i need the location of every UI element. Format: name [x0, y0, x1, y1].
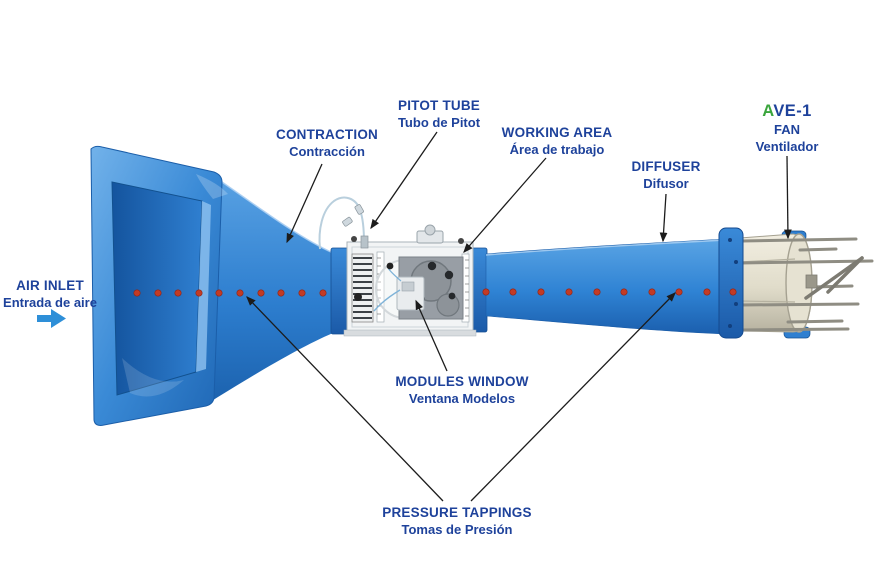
pitot-tube-label-es: Tubo de Pitot	[397, 114, 481, 130]
pitot-tube-label: PITOT TUBE Tubo de Pitot	[398, 97, 480, 131]
pressure-tappings-label-en: PRESSURE TAPPINGS	[382, 505, 532, 520]
fan-label-en: FAN	[773, 122, 800, 138]
pressure-tappings-label: PRESSURE TAPPINGS Tomas de Presión	[382, 504, 531, 538]
fan-model-code: AVE-1	[756, 101, 819, 122]
diffuser-label-en: DIFFUSER	[631, 159, 701, 174]
pitot-connector	[342, 216, 353, 227]
pressure-tapping-dot	[593, 288, 601, 296]
pressure-tapping-dot	[537, 288, 545, 296]
inlet-gloss-top	[196, 174, 228, 199]
pressure-tappings-label-es: Tomas de Presión	[401, 521, 513, 537]
flange-bolt	[728, 238, 732, 242]
diffuser-top-highlight	[485, 239, 727, 256]
contraction-label: CONTRACTION Contracción	[276, 126, 378, 160]
panel-knob	[427, 261, 437, 271]
box-knob	[386, 262, 394, 270]
pressure-tapping-dots-left	[133, 289, 327, 297]
working-area-label: WORKING AREA Área de trabajo	[502, 124, 613, 158]
panel-knob	[448, 292, 456, 300]
leader-modules-window	[415, 299, 448, 372]
working-area-label-es: Área de trabajo	[509, 141, 605, 157]
pressure-tapping-dots-right	[482, 288, 737, 296]
fan-hub-fitting	[805, 274, 818, 289]
modules-window-label-es: Ventana Modelos	[408, 390, 516, 406]
pressure-tapping-dot	[565, 288, 573, 296]
pressure-tapping-dot	[195, 289, 203, 297]
fan-seam	[739, 300, 796, 303]
top-fitting-cap	[424, 224, 436, 236]
pressure-tapping-dot	[648, 288, 656, 296]
bell-mouth	[90, 145, 334, 426]
leader-fan	[783, 155, 792, 240]
fan-model-code-green: A	[762, 102, 774, 120]
fan-guard-brace	[804, 256, 864, 300]
pitot-tube	[318, 196, 369, 250]
diffuser-label: DIFFUSER Difusor	[631, 158, 700, 192]
pressure-tapping-dot	[620, 288, 628, 296]
leader-contraction	[286, 163, 323, 244]
leader-pitot-tube	[370, 131, 438, 230]
pressure-tapping-dot	[174, 289, 182, 297]
thumb-screw-right	[458, 238, 464, 244]
air-inlet-label-en: AIR INLET	[16, 278, 84, 293]
pressure-tapping-dot	[319, 289, 327, 297]
fan-label: AVE-1 FAN Ventilador	[756, 101, 819, 156]
contraction-label-en: CONTRACTION	[276, 127, 378, 142]
pressure-tapping-dot	[257, 289, 265, 297]
pitot-tube-label-en: PITOT TUBE	[397, 98, 481, 113]
fan-assembly	[718, 227, 874, 339]
flow-straightener	[351, 253, 374, 323]
pressure-tapping-dot	[298, 289, 306, 297]
air-inlet-label: AIR INLET Entrada de aire	[3, 277, 97, 311]
flange-bolt	[734, 260, 738, 264]
working-flange-left	[330, 247, 350, 335]
pressure-tapping-dot	[509, 288, 517, 296]
panel-knob	[444, 270, 454, 280]
pressure-tapping-dot	[236, 289, 244, 297]
inlet-lip-highlight	[196, 201, 211, 372]
pitot-stem	[360, 235, 369, 249]
leader-pressure-right	[470, 292, 676, 502]
modules-window-label-en: MODULES WINDOW	[395, 374, 529, 389]
pressure-tapping-dot	[729, 288, 737, 296]
flange-bolt	[734, 302, 738, 306]
modules-window-label: MODULES WINDOW Ventana Modelos	[395, 373, 528, 407]
pressure-tapping-dot	[482, 288, 490, 296]
contraction-top-highlight	[221, 181, 334, 254]
pitot-connector	[354, 204, 364, 215]
working-box-ledge	[343, 329, 477, 337]
air-flow-arrow-icon	[37, 309, 66, 328]
fan-model-code-rest: VE-1	[773, 102, 812, 120]
fan-guard-rods	[738, 237, 874, 332]
contraction-label-es: Contracción	[289, 143, 365, 159]
diffuser-label-es: Difusor	[643, 175, 689, 191]
pressure-tapping-dot	[215, 289, 223, 297]
contraction-cone	[210, 182, 333, 402]
pressure-tapping-dot	[675, 288, 683, 296]
flange-bolt	[728, 324, 732, 328]
working-area-label-en: WORKING AREA	[501, 125, 613, 140]
pressure-tapping-dot	[154, 289, 162, 297]
air-inlet-label-es: Entrada de aire	[3, 294, 97, 310]
pressure-tapping-dot	[277, 289, 285, 297]
leader-lines	[246, 131, 792, 502]
pressure-tapping-dot	[703, 288, 711, 296]
thumb-screw-left	[351, 236, 357, 242]
leader-diffuser	[659, 193, 668, 243]
leader-working-area	[463, 157, 547, 253]
leader-pressure-left	[246, 296, 444, 502]
inlet-gloss-bottom	[122, 358, 184, 397]
fan-label-es: Ventilador	[755, 139, 819, 155]
pressure-tapping-dot	[133, 289, 141, 297]
diffuser-cone	[485, 238, 727, 335]
box-knob	[354, 293, 362, 301]
diffuser-flange	[718, 227, 744, 339]
working-section	[330, 224, 488, 337]
